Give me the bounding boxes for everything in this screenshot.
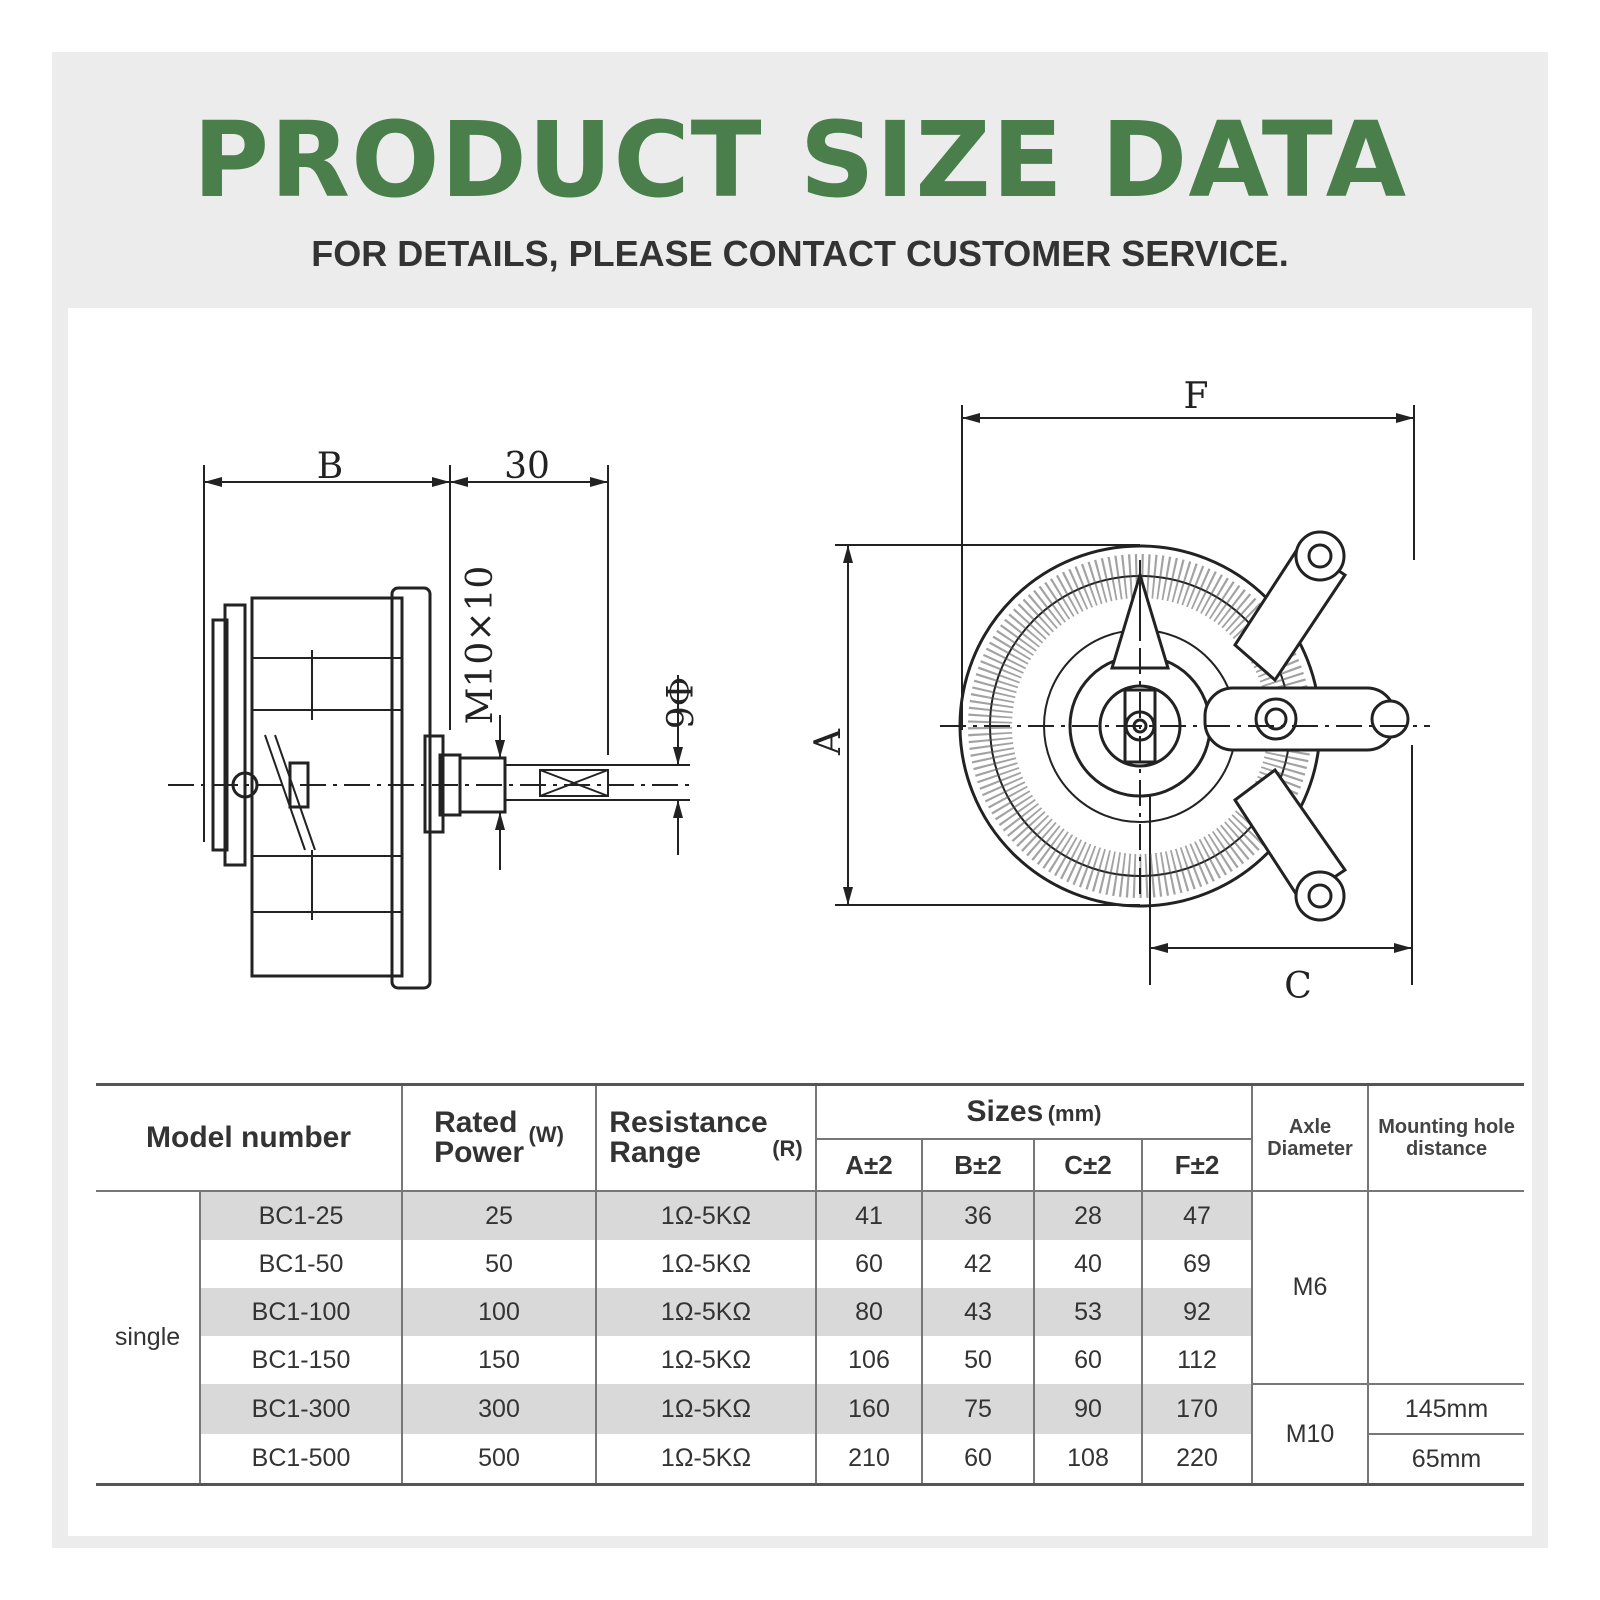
cell-c: 53 [1033, 1288, 1143, 1336]
cell-a: 106 [815, 1336, 923, 1384]
cell-range: 1Ω-5KΩ [595, 1336, 817, 1384]
table-row: BC1-500 500 1Ω-5KΩ 210 60 108 220 65mm [96, 1434, 1525, 1485]
cell-model: BC1-25 [198, 1191, 403, 1240]
cell-f: 112 [1141, 1336, 1253, 1384]
cell-power: 300 [401, 1384, 597, 1434]
table-row: BC1-50 50 1Ω-5KΩ 60 42 40 69 [96, 1240, 1524, 1288]
cell-f: 170 [1141, 1384, 1253, 1434]
cell-c: 90 [1033, 1384, 1143, 1434]
cell-b: 75 [921, 1384, 1035, 1434]
cell-f: 69 [1141, 1240, 1253, 1288]
cell-mount: 145mm [1367, 1384, 1525, 1435]
cell-model: BC1-500 [198, 1434, 403, 1485]
header-resistance-unit: (R) [772, 1136, 803, 1162]
cell-a: 60 [815, 1240, 923, 1288]
cell-power: 100 [401, 1288, 597, 1336]
page-title: PRODUCT SIZE DATA [192, 99, 1408, 221]
table-row: BC1-150 150 1Ω-5KΩ 106 50 60 112 [96, 1336, 1524, 1384]
cell-f: 47 [1141, 1191, 1253, 1240]
table-row: single BC1-25 25 1Ω-5KΩ 41 36 28 47 M6 [96, 1191, 1525, 1486]
cell-power: 50 [401, 1240, 597, 1288]
cell-model: BC1-150 [198, 1336, 403, 1384]
cell-model: BC1-300 [198, 1384, 403, 1434]
cell-f: 92 [1141, 1288, 1253, 1336]
cell-b: 42 [921, 1240, 1035, 1288]
cell-c: 40 [1033, 1240, 1143, 1288]
cell-b: 36 [921, 1191, 1035, 1240]
cell-a: 80 [815, 1288, 923, 1336]
header-f: F±2 [1141, 1139, 1253, 1192]
cell-range: 1Ω-5KΩ [595, 1240, 817, 1288]
cell-a: 210 [815, 1434, 923, 1485]
cell-a: 41 [815, 1191, 923, 1240]
group-label: single [96, 1191, 200, 1486]
page-subtitle: FOR DETAILS, PLEASE CONTACT CUSTOMER SER… [311, 233, 1289, 274]
dim-label-b: B [317, 446, 343, 487]
dim-label-c: C [1284, 966, 1312, 1007]
cell-range: 1Ω-5KΩ [595, 1288, 817, 1336]
header-power-unit: (W) [528, 1122, 564, 1148]
header-b: B±2 [921, 1139, 1035, 1192]
cell-power: 150 [401, 1336, 597, 1384]
table-row: BC1-100 100 1Ω-5KΩ 80 43 53 92 [96, 1288, 1524, 1336]
cell-c: 28 [1033, 1191, 1143, 1240]
cell-mount: 65mm [1367, 1434, 1525, 1485]
header-sizes: Sizes (mm) [815, 1084, 1253, 1140]
dim-label-shaft: Φ6 [657, 677, 698, 729]
cell-model: BC1-100 [198, 1288, 403, 1336]
table-row: BC1-300 300 1Ω-5KΩ 160 75 90 170 M10 145… [96, 1384, 1525, 1486]
cell-power: 25 [401, 1191, 597, 1240]
cell-power: 500 [401, 1434, 597, 1485]
cell-range: 1Ω-5KΩ [595, 1191, 817, 1240]
side-view-drawing [168, 465, 692, 990]
dim-label-30: 30 [504, 446, 550, 487]
front-view-drawing [835, 405, 1430, 985]
cell-b: 43 [921, 1288, 1035, 1336]
cell-b: 60 [921, 1434, 1035, 1485]
dim-label-a: A [808, 728, 849, 756]
cell-axle-m6: M6 [1251, 1191, 1369, 1385]
cell-a: 160 [815, 1384, 923, 1434]
dim-label-thread: M10×10 [460, 566, 501, 725]
cell-model: BC1-50 [198, 1240, 403, 1288]
cell-axle-m10: M10 [1251, 1384, 1369, 1486]
header-c: C±2 [1033, 1139, 1143, 1192]
cell-b: 50 [921, 1336, 1035, 1384]
dim-label-f: F [1184, 376, 1209, 417]
cell-range: 1Ω-5KΩ [595, 1434, 817, 1485]
cell-c: 60 [1033, 1336, 1143, 1384]
cell-mount-empty [1367, 1191, 1525, 1385]
cell-f: 220 [1141, 1434, 1253, 1485]
header-model: Model number [96, 1084, 403, 1192]
cell-c: 108 [1033, 1434, 1143, 1485]
cell-range: 1Ω-5KΩ [595, 1384, 817, 1434]
header-a: A±2 [815, 1139, 923, 1192]
